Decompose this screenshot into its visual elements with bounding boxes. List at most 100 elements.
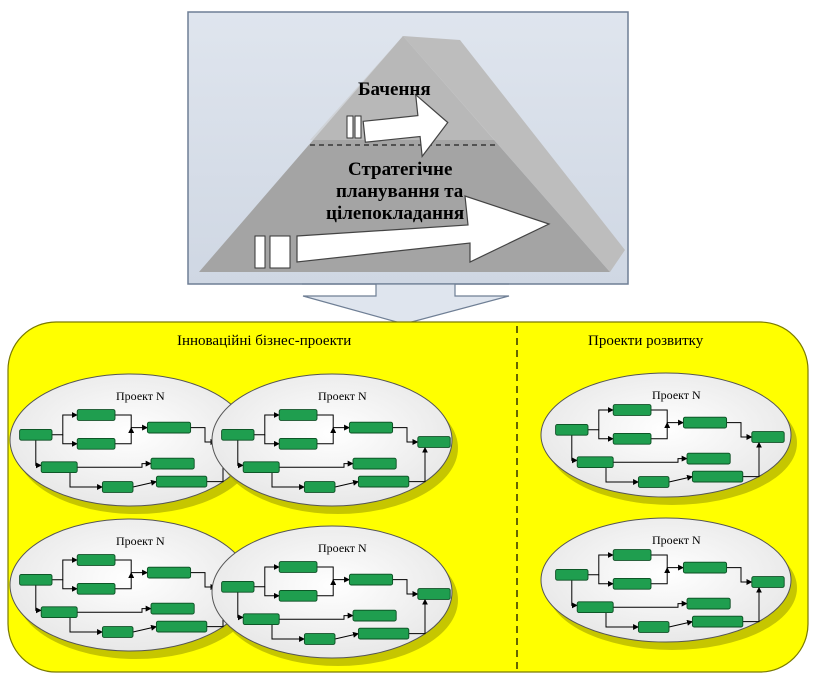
task-box [576, 456, 614, 469]
flow-connector [587, 407, 614, 431]
down-arrow [302, 283, 510, 325]
flow-connector [62, 579, 78, 592]
flow-connector [605, 612, 639, 630]
flow-connector [651, 422, 671, 440]
task-box [40, 461, 78, 474]
flow-connector [317, 566, 350, 583]
flow-connector [408, 598, 428, 635]
flow-connector [35, 585, 42, 614]
flow-connector [613, 600, 688, 608]
task-box [751, 576, 785, 588]
flow-connector [51, 412, 78, 436]
task-box [242, 461, 280, 474]
task-box [612, 404, 652, 416]
vision-panel: Бачення Стратегічне планування та цілепо… [187, 11, 629, 285]
task-box [146, 566, 192, 579]
task-box [357, 475, 410, 488]
task-box [221, 428, 255, 441]
task-box [303, 481, 336, 493]
task-box [348, 573, 394, 586]
flow-connector [651, 554, 684, 571]
project-flow [221, 561, 451, 645]
flow-connector [69, 472, 103, 490]
task-box [278, 589, 318, 602]
flow-connector [726, 422, 753, 440]
flow-connector [253, 412, 280, 436]
task-box [555, 568, 589, 581]
task-box [101, 626, 134, 638]
flow-connector [317, 427, 337, 445]
task-box [348, 421, 394, 434]
task-box [76, 582, 116, 595]
task-box [576, 601, 614, 614]
task-box [76, 437, 116, 450]
vision-label: Бачення [358, 79, 431, 100]
task-box [612, 577, 652, 590]
task-box [612, 432, 652, 445]
flow-connector [651, 567, 671, 585]
project-flow [555, 549, 785, 633]
flow-connector [605, 467, 639, 485]
task-box [303, 633, 336, 645]
flow-connector [51, 557, 78, 581]
strategy-arrow [254, 195, 551, 269]
task-box [352, 457, 397, 470]
flow-connector [334, 631, 359, 640]
task-box [19, 428, 53, 441]
project-flow [19, 409, 249, 493]
project-title: Проект N [652, 533, 701, 547]
task-box [146, 421, 192, 434]
project-title: Проект N [318, 541, 367, 555]
flow-connector [651, 409, 684, 426]
task-box [76, 554, 116, 566]
task-box [101, 481, 134, 493]
flow-connector [613, 455, 688, 463]
flow-connector [279, 612, 354, 620]
flow-connector [264, 586, 280, 599]
task-box [682, 561, 728, 574]
flow-connector [115, 427, 135, 445]
flow-connector [279, 460, 354, 468]
flow-connector [253, 564, 280, 588]
projects-layer: Проект N Проект N Проект N Проект N Проект N… [9, 372, 797, 666]
flow-connector [742, 441, 762, 478]
task-box [242, 613, 280, 626]
flow-connector [35, 440, 42, 469]
task-box [686, 597, 731, 610]
flow-connector [237, 592, 244, 621]
flow-connector [237, 440, 244, 469]
task-box [417, 588, 451, 600]
task-box [637, 621, 670, 633]
strategy-label-line-1: Стратегічне [348, 159, 452, 180]
project-ellipse: Проект N [9, 373, 256, 514]
task-box [150, 457, 195, 470]
flow-connector [69, 617, 103, 635]
task-box [76, 409, 116, 421]
flow-connector [668, 619, 693, 628]
project-ellipse: Проект N [211, 373, 458, 514]
flow-connector [334, 479, 359, 488]
flow-connector [726, 567, 753, 585]
task-box [357, 627, 410, 640]
task-box [155, 475, 208, 488]
project-ellipse: Проект N [540, 517, 797, 650]
flow-connector [742, 586, 762, 623]
project-title: Проект N [116, 389, 165, 403]
task-box [352, 609, 397, 622]
task-box [278, 409, 318, 421]
task-box [155, 620, 208, 633]
project-flow [19, 554, 249, 638]
project-title: Проект N [652, 388, 701, 402]
task-box [278, 561, 318, 573]
flow-connector [271, 624, 305, 642]
task-box [691, 615, 744, 628]
flow-connector [115, 559, 148, 576]
flow-connector [115, 414, 148, 431]
flow-connector [598, 429, 614, 442]
project-flow [221, 409, 451, 493]
flow-connector [77, 605, 152, 613]
task-box [555, 423, 589, 436]
flow-connector [190, 427, 217, 445]
flow-connector [598, 574, 614, 587]
